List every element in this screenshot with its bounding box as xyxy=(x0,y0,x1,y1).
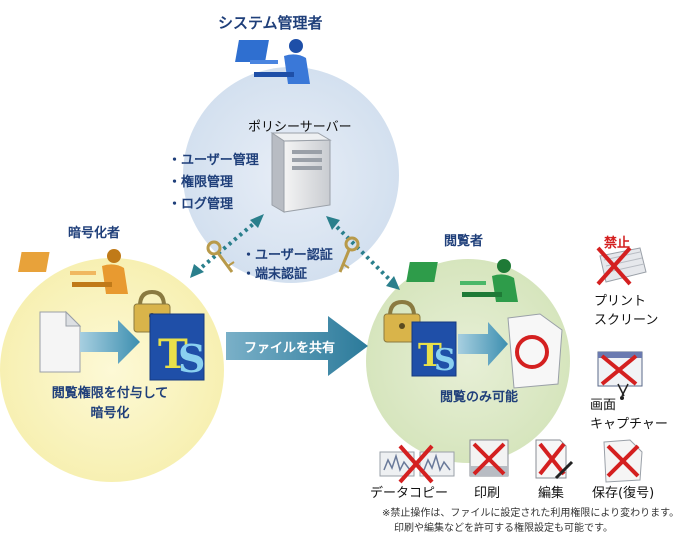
viewer-title: 閲覧者 xyxy=(444,234,484,249)
save-label: 保存(復号) xyxy=(592,486,655,501)
encryptor-caption-line2: 暗号化 xyxy=(90,406,130,421)
note: ※禁止操作は、ファイルに設定された利用権限により変わります。 印刷や編集などを許… xyxy=(382,506,698,536)
share-arrow xyxy=(226,316,368,376)
note-line2: 印刷や編集などを許可する権限設定も可能です。 xyxy=(394,523,613,534)
capture-label-line1: 画面 xyxy=(590,398,617,413)
share-label: ファイルを共有 xyxy=(244,341,336,356)
capture-label: 画面 キャプチャー xyxy=(590,396,668,434)
data-copy-icon xyxy=(379,444,455,484)
auth-arrow-left xyxy=(190,214,264,278)
auth-arrow-right xyxy=(326,216,400,290)
key-icon-left xyxy=(206,240,235,273)
prohibited-title: 禁止 xyxy=(604,236,631,251)
auth-user: ・ユーザー認証 xyxy=(242,248,333,263)
capture-label-line2: キャプチャー xyxy=(590,417,668,432)
encryptor-caption-line1: 閲覧権限を付与して xyxy=(51,386,169,401)
server-icon xyxy=(270,132,332,213)
save-icon xyxy=(603,439,643,483)
lock-icon-right xyxy=(383,299,421,343)
print-icon xyxy=(469,439,509,477)
edit-icon xyxy=(535,439,574,480)
data-copy-label: データコピー xyxy=(370,486,449,501)
screen-capture-icon xyxy=(597,351,643,400)
encrypt-arrow xyxy=(80,320,140,364)
note-line1: ※禁止操作は、ファイルに設定された利用権限により変わります。 xyxy=(382,508,680,519)
svg-text:T: T xyxy=(158,331,188,378)
server-function-permission: ・権限管理 xyxy=(168,175,234,190)
print-label: 印刷 xyxy=(474,486,501,501)
auth-device: ・端末認証 xyxy=(242,267,308,282)
plain-document-icon xyxy=(39,310,82,373)
encryptor-person-icon xyxy=(18,249,128,294)
encryptor-title: 暗号化者 xyxy=(68,226,121,241)
print-screen-icon xyxy=(596,246,647,286)
print-screen-label: プリント スクリーン xyxy=(594,292,658,330)
admin-title: システム管理者 xyxy=(218,14,323,32)
svg-text:S: S xyxy=(434,343,456,378)
admin-person-icon xyxy=(235,39,310,84)
server-title: ポリシーサーバー xyxy=(248,120,352,135)
ts-file-icon-left: T S xyxy=(149,313,205,381)
key-icon-right xyxy=(338,236,360,273)
auth-list: ・ユーザー認証 ・端末認証 xyxy=(242,246,333,284)
viewer-caption: 閲覧のみ可能 xyxy=(440,390,519,405)
viewer-circle xyxy=(366,259,570,463)
svg-text:S: S xyxy=(178,336,205,381)
viewer-person-icon xyxy=(406,259,518,302)
svg-text:T: T xyxy=(418,336,442,374)
ts-file-icon-right: T S xyxy=(411,321,457,378)
print-screen-label-line2: スクリーン xyxy=(594,313,659,328)
print-screen-label-line1: プリント xyxy=(594,294,647,309)
edit-label: 編集 xyxy=(538,486,565,501)
encryptor-caption: 閲覧権限を付与して 暗号化 xyxy=(30,384,190,424)
server-function-list: ・ユーザー管理 ・権限管理 ・ログ管理 xyxy=(168,150,259,216)
viewable-document-icon xyxy=(507,313,563,389)
server-function-log: ・ログ管理 xyxy=(168,197,234,212)
server-function-user: ・ユーザー管理 xyxy=(168,153,259,168)
view-arrow xyxy=(458,322,508,366)
